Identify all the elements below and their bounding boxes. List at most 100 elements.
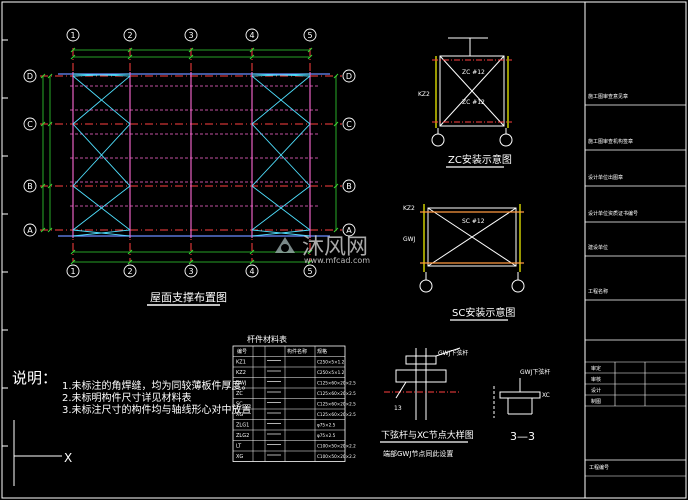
watermark-brand: 沐风网 — [302, 235, 369, 260]
table-cell: φ75×2.5 — [317, 433, 336, 438]
title-block-row: 工程名称 — [588, 288, 608, 295]
watermark: 沐风网 www.mfcad.com — [272, 229, 412, 269]
table-header: 构件名称 — [287, 348, 307, 355]
axis-bubble-col: 1 — [66, 264, 80, 278]
axis-bubble-col: 1 — [66, 28, 80, 42]
svg-text:D: D — [346, 72, 352, 81]
table-cell: ZLG2 — [236, 433, 249, 439]
table-cell: C125×60×20×2.5 — [317, 391, 356, 396]
svg-text:A: A — [27, 226, 33, 235]
title-block: 施工图审查意见章施工图审查机构签章设计单位出图章设计单位资质证书编号建设单位工程… — [585, 93, 686, 477]
svg-text:2: 2 — [127, 31, 132, 40]
axis-bubble-row: D — [342, 69, 356, 83]
table-cell: C250×5×1.2 — [317, 370, 345, 375]
table-cell: LT — [236, 444, 242, 450]
zc-label-1: ZC #12 — [462, 69, 485, 76]
svg-text:2: 2 — [127, 267, 132, 276]
title-block-row: 施工图审查机构签章 — [588, 138, 633, 145]
axis-bubble-row: C — [342, 117, 356, 131]
sec33-title: 3—3 — [510, 430, 535, 443]
sec33-label-xc: XC — [542, 392, 550, 399]
watermark-url: www.mfcad.com — [304, 256, 371, 265]
sc-label-kz2: KZ2 — [403, 205, 415, 212]
table-cell: C125×60×20×2.5 — [317, 381, 356, 386]
watermark-logo-icon — [275, 237, 295, 253]
node-title: 下弦杆与XC节点大样图 — [381, 429, 474, 441]
axis-bubble-col: 5 — [303, 28, 317, 42]
zc-install-detail — [431, 37, 513, 147]
table-cell: XG — [236, 454, 243, 460]
table-cell: C100×50×20×2.2 — [317, 454, 356, 459]
svg-text:A: A — [346, 226, 352, 235]
sc-label-gwj: GWJ — [403, 236, 416, 243]
node-dim: 13 — [394, 405, 402, 412]
table-cell: GWJ — [236, 381, 246, 387]
table-header: 编号 — [237, 348, 247, 355]
axis-bubble-col: 3 — [184, 28, 198, 42]
title-block-row: 建设单位 — [588, 244, 608, 251]
axis-bubble-row: A — [342, 223, 356, 237]
table-cell: C125×60×20×2.5 — [317, 402, 356, 407]
svg-text:1: 1 — [70, 31, 75, 40]
axis-bubble-row: D — [23, 69, 37, 83]
axis-bubble-col: 4 — [245, 264, 259, 278]
table-header: 规格 — [317, 348, 327, 355]
material-table-title: 杆件材料表 — [247, 334, 287, 344]
axis-bubble-col: 3 — [184, 264, 198, 278]
section-3-3 — [493, 378, 541, 418]
zc-label-kz2: KZ2 — [418, 91, 430, 98]
note-2: 2.未标明构件尺寸详见材料表 — [62, 391, 192, 404]
table-cell: C125×60×20×2.5 — [317, 412, 356, 417]
svg-text:C: C — [27, 120, 33, 129]
svg-text:3: 3 — [188, 31, 193, 40]
notes-heading: 说明： — [12, 369, 57, 387]
table-cell: C100×50×20×2.2 — [317, 444, 356, 449]
zc-label-2: ZC #12 — [462, 99, 485, 106]
table-cell: C250×5×1.2 — [317, 360, 345, 365]
table-cell: ZLG1 — [236, 423, 249, 429]
drawing-number: 工程编号 — [589, 464, 609, 471]
table-cell: KZ2 — [236, 370, 246, 376]
table-cell: φ75×2.5 — [317, 423, 336, 428]
axis-bubble-row: B — [342, 179, 356, 193]
axis-bubble-row: A — [23, 223, 37, 237]
title-block-row: 设计单位出图章 — [588, 174, 623, 181]
axis-bubble-col: 2 — [123, 264, 137, 278]
note-1: 1.未标注的角焊缝，均为同较薄板件厚度。 — [62, 379, 252, 392]
axis-bubble-row: C — [23, 117, 37, 131]
sec33-label-top: GWJ下弦杆 — [520, 368, 550, 376]
note-3: 3.未标注尺寸的构件均与轴线形心对中放置 — [62, 403, 252, 416]
svg-text:B: B — [346, 182, 352, 191]
node-detail — [384, 347, 461, 420]
sc-title: SC安装示意图 — [452, 306, 515, 319]
axis-bubble-col: 5 — [303, 264, 317, 278]
table-cell: KZ1 — [236, 360, 246, 366]
svg-text:C: C — [346, 120, 352, 129]
node-label: GWJ下弦杆 — [438, 349, 468, 357]
title-block-row: 设计单位资质证书编号 — [588, 210, 638, 217]
axis-bubble-row: B — [23, 179, 37, 193]
svg-text:5: 5 — [307, 31, 312, 40]
sign-row: 审核 — [591, 376, 601, 383]
svg-text:D: D — [27, 72, 33, 81]
svg-text:3: 3 — [188, 267, 193, 276]
frame-ticks — [2, 39, 8, 447]
sc-label-1: SC #12 — [462, 218, 485, 225]
table-cell: SC — [236, 402, 243, 408]
svg-text:5: 5 — [307, 267, 312, 276]
sc-install-detail — [419, 204, 525, 293]
svg-text:B: B — [27, 182, 33, 191]
sign-row: 制图 — [591, 398, 601, 405]
axis-label: X — [64, 451, 72, 465]
svg-text:4: 4 — [249, 267, 254, 276]
zc-title: ZC安装示意图 — [448, 153, 512, 166]
sign-row: 审定 — [591, 365, 601, 372]
table-cell: XG — [236, 412, 243, 418]
axis-bubble-col: 2 — [123, 28, 137, 42]
axis-bubble-col: 4 — [245, 28, 259, 42]
svg-text:4: 4 — [249, 31, 254, 40]
node-subtitle: 端部GWJ节点同此设置 — [383, 449, 453, 458]
